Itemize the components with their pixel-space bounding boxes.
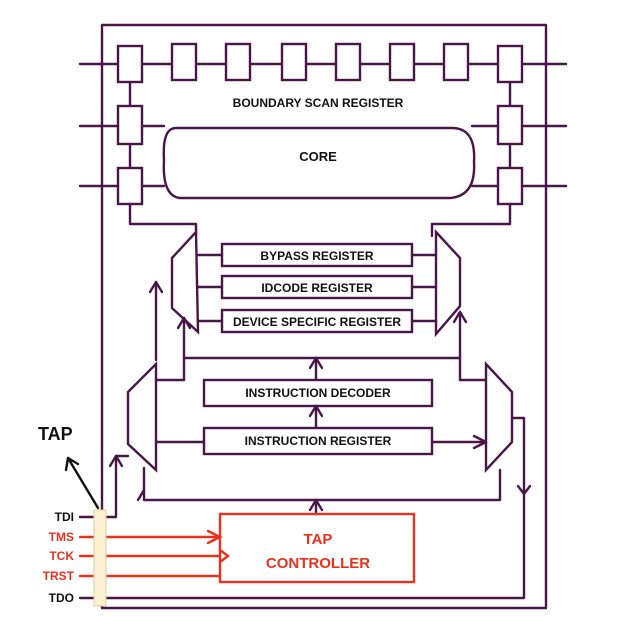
boundary-cell: [280, 42, 308, 82]
boundary-cell: [442, 42, 470, 82]
idcode-register-label: IDCODE REGISTER: [261, 281, 373, 295]
boundary-cell: [116, 166, 144, 206]
lower-wiring: [100, 356, 532, 600]
tap-controller-line2: CONTROLLER: [266, 555, 370, 572]
instruction-register-label: INSTRUCTION REGISTER: [245, 434, 392, 448]
boundary-cell: [388, 42, 416, 82]
boundary-cell: [116, 104, 144, 146]
boundary-cell: [334, 42, 362, 82]
boundary-scan-label: BOUNDARY SCAN REGISTER: [233, 96, 404, 110]
boundary-scan-chain: [78, 42, 568, 206]
pin-tdi-label: TDI: [55, 510, 74, 524]
clock-input-mark: [218, 548, 230, 564]
pin-tdo-label: TDO: [49, 591, 74, 605]
device-specific-register-label: DEVICE SPECIFIC REGISTER: [233, 315, 401, 329]
data-register-mux-left: [170, 228, 200, 335]
tap-title: TAP: [38, 424, 73, 444]
mux-wiring: [148, 280, 468, 382]
core-block: [162, 126, 476, 200]
chip-outline: [100, 23, 548, 610]
core-label: CORE: [299, 149, 337, 164]
tap-pin-bar: [93, 509, 107, 607]
lower-mux-left: [126, 361, 158, 473]
pin-tck-label: TCK: [49, 549, 74, 563]
lower-mux-right: [484, 360, 514, 474]
boundary-cell: [116, 44, 144, 84]
pin-tms-label: TMS: [49, 530, 74, 544]
boundary-cell: [496, 44, 524, 84]
pin-trst-label: TRST: [43, 569, 75, 583]
instruction-decoder: [202, 378, 434, 408]
tap-controller: [218, 512, 416, 584]
boundary-cell: [496, 166, 524, 206]
instruction-decoder-label: INSTRUCTION DECODER: [245, 386, 391, 400]
boundary-cell: [496, 104, 524, 146]
boundary-to-mux-wires: [128, 202, 512, 238]
tap-pointer-arrow: [64, 456, 100, 510]
boundary-cell: [170, 42, 198, 82]
data-register-mux-right: [434, 228, 462, 338]
tap-controller-line1: TAP: [304, 531, 333, 548]
bypass-register-label: BYPASS REGISTER: [260, 249, 373, 263]
data-registers: [196, 242, 438, 334]
boundary-cell: [224, 42, 252, 82]
